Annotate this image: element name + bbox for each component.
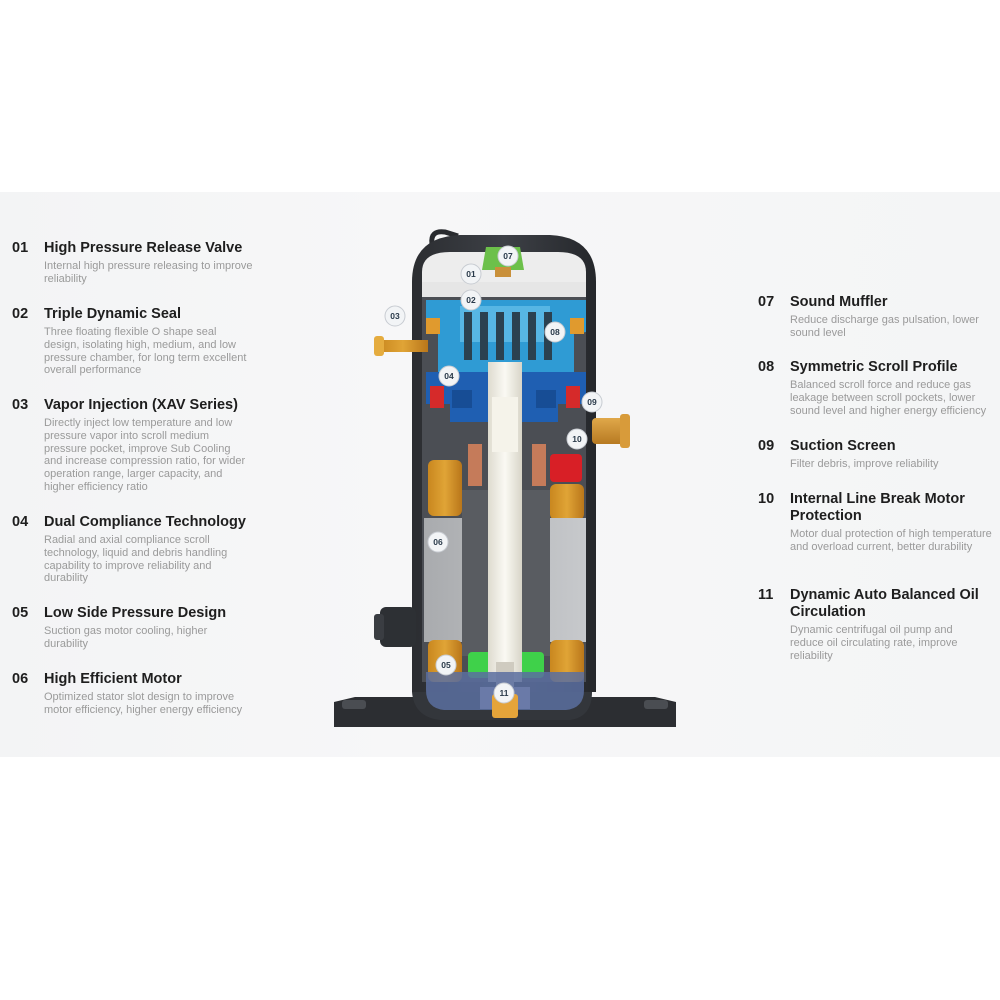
- feature-03: 03 Vapor Injection (XAV Series) Directly …: [12, 397, 262, 494]
- callout-10: 10: [566, 428, 588, 450]
- feature-05: 05 Low Side Pressure Design Suction gas m…: [12, 605, 262, 651]
- feature-title: High Efficient Motor: [44, 671, 182, 687]
- svg-text:10: 10: [572, 434, 582, 444]
- callout-04: 04: [438, 365, 460, 387]
- callout-05: 05: [435, 654, 457, 676]
- feature-title: Internal Line Break Motor Protection: [790, 491, 965, 524]
- feature-number: 05: [12, 605, 29, 621]
- feature-09: 09 Suction Screen Filter debris, improve …: [758, 438, 1000, 471]
- compressor-illustration: 01 02 03 04 05 06: [334, 229, 676, 727]
- feature-description: Dynamic centrifugal oil pump and reduce …: [790, 624, 958, 662]
- feature-number: 11: [758, 587, 774, 603]
- suction-fitting: [592, 418, 626, 444]
- feature-description: Balanced scroll force and reduce gas lea…: [790, 379, 987, 417]
- terminal-box: [380, 607, 416, 647]
- feature-description: Reduce discharge gas pulsation, lower so…: [790, 314, 979, 339]
- callout-07: 07: [497, 245, 519, 267]
- feature-title: Sound Muffler: [790, 294, 888, 310]
- feature-number: 06: [12, 671, 29, 687]
- svg-text:09: 09: [587, 397, 597, 407]
- callout-06: 06: [427, 531, 449, 553]
- svg-text:05: 05: [441, 660, 451, 670]
- feature-description: Radial and axial compliance scroll techn…: [44, 534, 228, 585]
- motor-protector: [550, 454, 582, 482]
- callout-09: 09: [581, 391, 603, 413]
- callout-01: 01: [460, 263, 482, 285]
- feature-number: 07: [758, 294, 775, 310]
- callout-08: 08: [544, 321, 566, 343]
- feature-number: 02: [12, 306, 29, 322]
- compressor-cutaway-diagram: 01 02 03 04 05 06: [330, 222, 680, 737]
- feature-description: Filter debris, improve reliability: [790, 458, 939, 470]
- feature-10: 10 Internal Line Break Motor Protection M…: [758, 491, 1000, 554]
- feature-04: 04 Dual Compliance Technology Radial and …: [12, 514, 262, 585]
- feature-01: 01 High Pressure Release Valve Internal h…: [12, 240, 262, 286]
- feature-number: 01: [12, 240, 29, 256]
- feature-title: Triple Dynamic Seal: [44, 306, 182, 322]
- feature-title: Low Side Pressure Design: [44, 605, 227, 621]
- feature-title: High Pressure Release Valve: [44, 240, 243, 256]
- feature-number: 09: [758, 438, 775, 454]
- feature-number: 10: [758, 491, 775, 507]
- feature-title: Dual Compliance Technology: [44, 514, 246, 530]
- feature-description: Directly inject low temperature and low …: [44, 417, 246, 493]
- svg-text:03: 03: [390, 311, 400, 321]
- feature-07: 07 Sound Muffler Reduce discharge gas pul…: [758, 294, 1000, 340]
- feature-description: Internal high pressure releasing to impr…: [44, 260, 253, 285]
- feature-06: 06 High Efficient Motor Optimized stator …: [12, 671, 262, 717]
- feature-08: 08 Symmetric Scroll Profile Balanced scro…: [758, 359, 1000, 417]
- callout-11: 11: [493, 682, 515, 704]
- svg-text:02: 02: [466, 295, 476, 305]
- feature-title: Suction Screen: [790, 438, 896, 454]
- feature-title: Symmetric Scroll Profile: [790, 359, 958, 375]
- feature-title: Dynamic Auto Balanced Oil Circulation: [790, 587, 979, 620]
- svg-text:04: 04: [444, 371, 454, 381]
- svg-text:01: 01: [466, 269, 476, 279]
- feature-description: Optimized stator slot design to improve …: [44, 691, 243, 716]
- callout-03: 03: [384, 305, 406, 327]
- svg-text:07: 07: [503, 251, 513, 261]
- feature-description: Suction gas motor cooling, higher durabi…: [44, 625, 208, 650]
- svg-text:11: 11: [500, 688, 509, 698]
- feature-number: 08: [758, 359, 775, 375]
- feature-number: 03: [12, 397, 29, 413]
- feature-panel: 01 High Pressure Release Valve Internal h…: [0, 192, 1000, 757]
- feature-number: 04: [12, 514, 29, 530]
- feature-description: Three floating flexible O shape seal des…: [44, 326, 247, 377]
- callout-02: 02: [460, 289, 482, 311]
- feature-02: 02 Triple Dynamic Seal Three floating fle…: [12, 306, 262, 377]
- feature-description: Motor dual protection of high temperatur…: [790, 528, 992, 553]
- svg-text:08: 08: [550, 327, 560, 337]
- svg-text:06: 06: [433, 537, 443, 547]
- feature-title: Vapor Injection (XAV Series): [44, 397, 238, 413]
- vapor-injection-fitting: [378, 340, 428, 352]
